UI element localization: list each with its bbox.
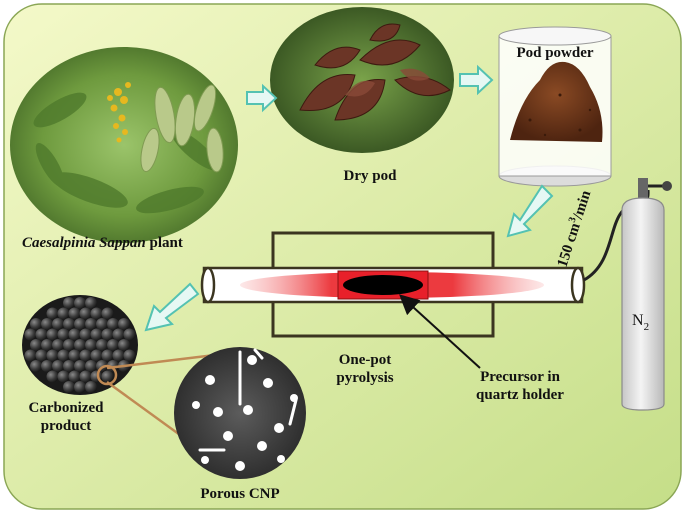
carbon-sphere bbox=[101, 370, 114, 383]
flow-arrow-powder-to-tube bbox=[506, 184, 554, 238]
pod-powder-container bbox=[498, 26, 612, 187]
carbon-sphere bbox=[63, 381, 75, 393]
precursor-label-line2: quartz holder bbox=[476, 387, 564, 403]
carbon-sphere bbox=[52, 318, 64, 330]
tube-furnace bbox=[200, 231, 586, 338]
flow-arrow-tube-to-product bbox=[144, 282, 200, 332]
carbon-sphere bbox=[85, 339, 97, 351]
carbon-sphere bbox=[74, 381, 86, 393]
carbon-sphere bbox=[68, 370, 81, 383]
carbon-sphere bbox=[41, 360, 53, 372]
carbon-sphere bbox=[30, 318, 42, 330]
carbon-sphere bbox=[90, 349, 103, 362]
carbon-sphere bbox=[107, 360, 119, 372]
carbon-sphere bbox=[52, 339, 64, 351]
carbon-sphere bbox=[74, 318, 86, 330]
carbon-sphere bbox=[79, 370, 92, 383]
carbon-sphere bbox=[107, 318, 119, 330]
precursor-pointer-arrow bbox=[399, 294, 481, 369]
pod-powder-label: Pod powder bbox=[516, 45, 593, 61]
dry-pod-label: Dry pod bbox=[344, 168, 398, 184]
carbon-sphere bbox=[112, 328, 125, 341]
plant-label-italic: Caesalpinia Sappan bbox=[22, 235, 146, 251]
carbon-sphere bbox=[90, 307, 103, 320]
carbon-sphere bbox=[74, 360, 86, 372]
carbon-sphere bbox=[24, 328, 37, 341]
carbon-sphere bbox=[24, 349, 37, 362]
carbon-sphere bbox=[85, 360, 97, 372]
carbon-sphere bbox=[96, 339, 108, 351]
carbon-sphere bbox=[35, 349, 48, 362]
plant-label: Caesalpinia Sappan plant bbox=[22, 235, 183, 251]
n2-cylinder bbox=[621, 178, 672, 411]
carbon-sphere bbox=[57, 328, 70, 341]
carbon-sphere bbox=[101, 307, 114, 320]
carbon-sphere bbox=[74, 339, 86, 351]
carbon-sphere bbox=[118, 339, 130, 351]
carbon-sphere bbox=[68, 307, 81, 320]
carbon-sphere bbox=[79, 307, 92, 320]
plant-label-suffix: plant bbox=[146, 235, 183, 251]
carbon-sphere bbox=[101, 349, 114, 362]
carbon-sphere bbox=[123, 349, 136, 362]
carbon-sphere bbox=[85, 297, 97, 309]
carbon-sphere bbox=[90, 328, 103, 341]
carbon-sphere bbox=[68, 349, 81, 362]
pyrolysis-label-line2: pyrolysis bbox=[336, 370, 393, 386]
carbon-sphere bbox=[46, 307, 59, 320]
carbon-sphere bbox=[96, 318, 108, 330]
carbon-sphere bbox=[41, 339, 53, 351]
carbon-sphere bbox=[85, 381, 97, 393]
pyrolysis-label-line1: One-pot bbox=[339, 352, 392, 368]
carbon-sphere bbox=[74, 297, 86, 309]
carbon-sphere bbox=[46, 349, 59, 362]
gas-label-base: N bbox=[632, 312, 644, 329]
flow-arrow-plant-to-pod bbox=[246, 83, 278, 113]
carbon-sphere bbox=[57, 349, 70, 362]
carbon-sphere bbox=[46, 328, 59, 341]
carbon-sphere bbox=[35, 328, 48, 341]
plant-image bbox=[10, 47, 238, 243]
carbon-sphere bbox=[79, 349, 92, 362]
carbon-sphere bbox=[118, 318, 130, 330]
carbon-sphere bbox=[63, 360, 75, 372]
carbon-sphere bbox=[30, 360, 42, 372]
carbon-sphere bbox=[57, 307, 70, 320]
carbon-sphere bbox=[123, 328, 136, 341]
carbon-sphere bbox=[63, 297, 75, 309]
carbon-sphere bbox=[57, 370, 70, 383]
flow-rate-sup: 3 bbox=[567, 216, 579, 224]
flow-arrow-pod-to-powder bbox=[459, 64, 494, 96]
carbonized-label-line1: Carbonized bbox=[29, 400, 105, 416]
carbon-sphere bbox=[68, 328, 81, 341]
carbon-sphere bbox=[79, 328, 92, 341]
dry-pod-image bbox=[270, 7, 454, 153]
carbon-sphere bbox=[112, 349, 125, 362]
porous-cnp-label: Porous CNP bbox=[200, 486, 279, 502]
precursor-label-line1: Precursor in bbox=[480, 369, 561, 385]
carbon-sphere bbox=[41, 318, 53, 330]
carbon-sphere bbox=[46, 370, 59, 383]
gas-label: N2 bbox=[632, 312, 649, 333]
carbon-sphere bbox=[30, 339, 42, 351]
carbon-sphere bbox=[52, 360, 64, 372]
carbon-sphere bbox=[63, 318, 75, 330]
carbon-sphere bbox=[85, 318, 97, 330]
carbon-sphere bbox=[107, 339, 119, 351]
carbonized-label-line2: product bbox=[41, 418, 92, 434]
carbon-sphere bbox=[63, 339, 75, 351]
gas-label-sub: 2 bbox=[644, 321, 650, 333]
carbon-sphere bbox=[101, 328, 114, 341]
porous-cnp-image bbox=[174, 347, 306, 479]
carbonized-product-image bbox=[22, 295, 138, 395]
